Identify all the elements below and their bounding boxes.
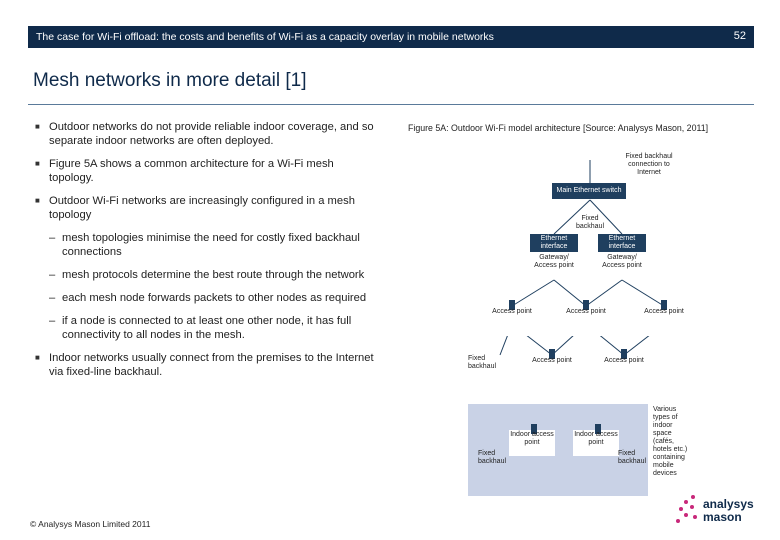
figure-caption: Figure 5A: Outdoor Wi-Fi model architect…	[408, 123, 709, 133]
access-point-node: Access point	[487, 300, 537, 336]
indoor-access-point-node: Indoor access point	[509, 424, 555, 456]
bullet-list: ■ Outdoor networks do not provide reliabl…	[35, 120, 380, 388]
ethernet-interface-box: Ethernet interface	[598, 234, 646, 252]
access-point-node: Access point	[561, 300, 611, 336]
logo-dot	[690, 505, 694, 509]
bullet-item: ■ Figure 5A shows a common architecture f…	[35, 157, 380, 185]
bullet-item: ■ Outdoor Wi-Fi networks are increasingly…	[35, 194, 380, 222]
ethernet-interface-label: Ethernet interface	[608, 235, 636, 250]
bullet-marker: ■	[35, 122, 40, 131]
logo-line2: mason	[703, 510, 742, 524]
logo-dot	[679, 507, 683, 511]
indoor-ap-label: Indoor access point	[574, 431, 618, 446]
sub-bullet-item: –if a node is connected to at least one …	[35, 314, 380, 342]
sub-bullet-item: –mesh protocols determine the best route…	[35, 268, 380, 282]
bullet-item: ■ Indoor networks usually connect from th…	[35, 351, 380, 379]
access-point-label: Access point	[644, 308, 684, 315]
access-point-label: Access point	[566, 308, 606, 315]
ethernet-interface-label: Ethernet interface	[540, 235, 568, 250]
bullet-text: each mesh node forwards packets to other…	[62, 292, 367, 304]
header-title: The case for Wi-Fi offload: the costs an…	[36, 31, 494, 43]
fixed-backhaul-label: Fixed backhaul	[478, 450, 507, 465]
page-number: 52	[733, 30, 746, 42]
gateway-ap-label: Gateway/ Access point	[534, 254, 574, 269]
fixed-backhaul-internet-label: Fixed backhaul connection to Internet	[625, 153, 673, 176]
header-bar: The case for Wi-Fi offload: the costs an…	[28, 26, 754, 48]
fixed-backhaul-label: Fixed backhaul	[575, 215, 605, 230]
sub-bullet-item: –mesh topologies minimise the need for c…	[35, 231, 380, 259]
main-switch-label: Main Ethernet switch	[556, 187, 622, 194]
bullet-item: ■ Outdoor networks do not provide reliabl…	[35, 120, 380, 148]
dash-marker: –	[49, 315, 56, 327]
copyright-footer: © Analysys Mason Limited 2011	[30, 519, 151, 529]
indoor-ap-label: Indoor access point	[510, 431, 554, 446]
logo-line1: analysys	[703, 497, 754, 511]
slide-title: Mesh networks in more detail [1]	[33, 70, 307, 91]
bullet-text: Indoor networks usually connect from the…	[49, 352, 374, 378]
logo-dot	[676, 519, 680, 523]
ethernet-interface-box: Ethernet interface	[530, 234, 578, 252]
indoor-spaces-label: Various types of indoor space (cafés, ho…	[653, 406, 688, 477]
logo-dot	[684, 513, 688, 517]
fixed-backhaul-label: Fixed backhaul	[468, 355, 497, 370]
dash-marker: –	[49, 269, 56, 281]
bullet-text: Outdoor networks do not provide reliable…	[49, 121, 374, 147]
access-point-node: Access point	[639, 300, 689, 336]
bullet-text: Outdoor Wi-Fi networks are increasingly …	[49, 195, 355, 221]
access-point-node: Access point	[599, 349, 649, 385]
bullet-text: Figure 5A shows a common architecture fo…	[49, 158, 334, 184]
access-point-label: Access point	[532, 357, 572, 364]
bullet-marker: ■	[35, 196, 40, 205]
access-point-label: Access point	[492, 308, 532, 315]
bullet-text: mesh topologies minimise the need for co…	[62, 232, 360, 258]
bullet-text: mesh protocols determine the best route …	[62, 269, 365, 281]
logo-text: analysys mason	[703, 497, 754, 524]
bullet-marker: ■	[35, 353, 40, 362]
gateway-ap-label: Gateway/ Access point	[602, 254, 642, 269]
main-ethernet-switch-box: Main Ethernet switch	[552, 183, 626, 199]
fixed-backhaul-label: Fixed backhaul	[618, 450, 647, 465]
title-divider	[28, 104, 754, 105]
indoor-access-point-node: Indoor access point	[573, 424, 619, 456]
bullet-marker: ■	[35, 159, 40, 168]
access-point-node: Access point	[527, 349, 577, 385]
bullet-text: if a node is connected to at least one o…	[62, 315, 352, 341]
logo-dot	[684, 500, 688, 504]
logo-dot	[693, 515, 697, 519]
access-point-label: Access point	[604, 357, 644, 364]
dash-marker: –	[49, 292, 56, 304]
sub-bullet-item: –each mesh node forwards packets to othe…	[35, 291, 380, 305]
logo-dot	[691, 495, 695, 499]
dash-marker: –	[49, 232, 56, 244]
